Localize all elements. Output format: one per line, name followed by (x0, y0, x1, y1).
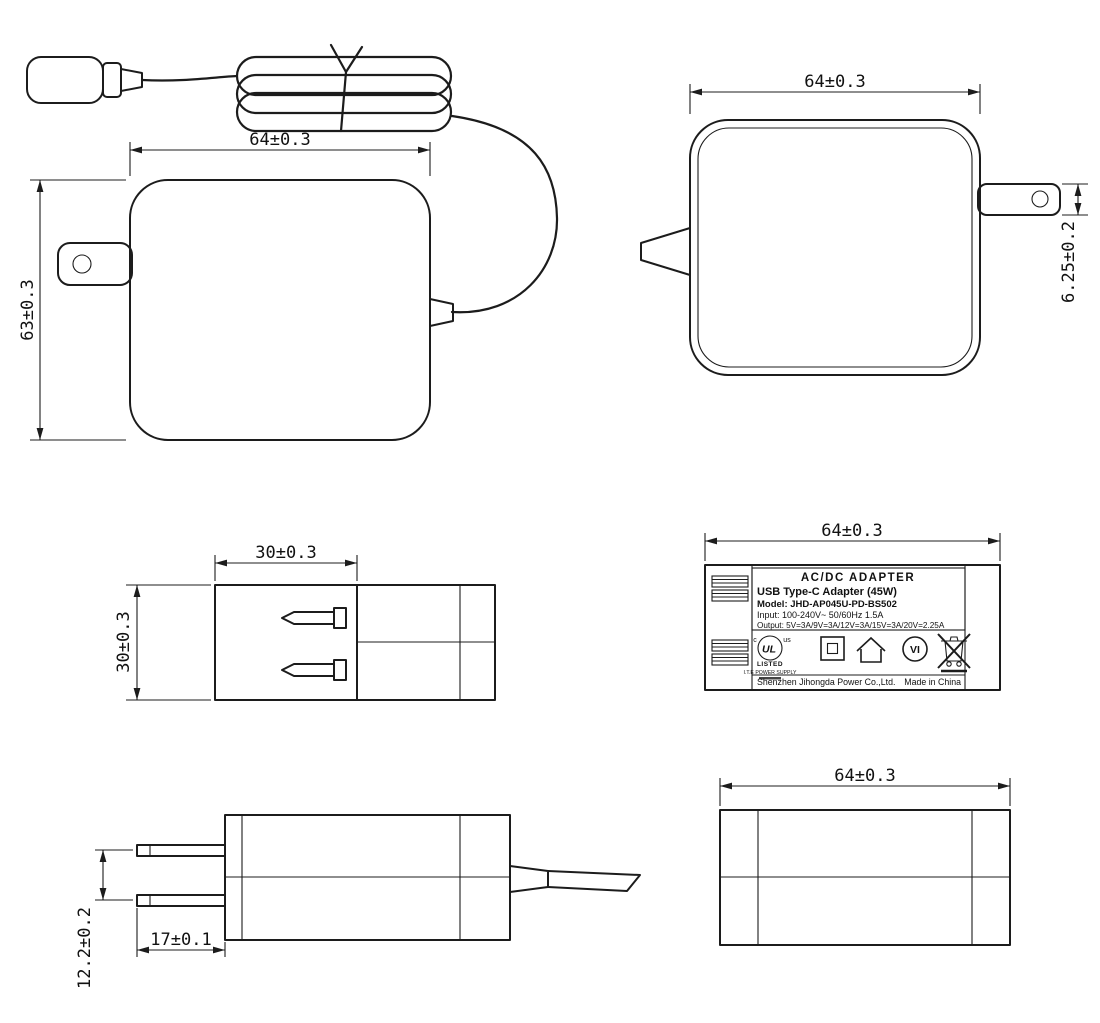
view-side-plain (719, 809, 1011, 946)
plug-prong-back (977, 183, 1061, 216)
plug-blade-bottom (281, 659, 347, 681)
label-company: Shenzhen Jihongda Power Co.,Ltd. (757, 677, 895, 687)
dim-back-width: 64±0.3 (689, 72, 981, 114)
prong-hole-back (1031, 190, 1049, 208)
adapter-body-back (689, 119, 981, 376)
label-input: Input: 100-240V~ 50/60Hz 1.5A (757, 610, 883, 620)
ul-file-number-placeholder (759, 677, 781, 680)
dim-plug-height-text: 30±0.3 (114, 611, 134, 672)
adapter-body-back-inner (697, 127, 973, 368)
dim-front-height: 63±0.3 (18, 179, 126, 441)
dim-prong-thickness: 6.25±0.2 (1059, 183, 1088, 303)
adapter-body-front (129, 179, 431, 441)
indoor-use-icon (856, 636, 886, 663)
dim-prong-length-text: 17±0.1 (150, 930, 211, 950)
dim-side-width: 64±0.3 (719, 766, 1011, 806)
cable-stub-side (547, 870, 641, 892)
dim-prong-pitch: 12.2±0.2 (75, 849, 133, 989)
ul-listed-icon: UL c us LISTED I.T.E POWER SUPPLY (744, 635, 797, 680)
ul-listed-text: LISTED (757, 661, 783, 668)
view-front-with-cable (26, 43, 559, 441)
dim-label-width: 64±0.3 (704, 521, 1001, 561)
class-ii-icon (820, 636, 845, 661)
weee-icon (937, 633, 971, 673)
view-plug-face (214, 584, 496, 701)
view-back (640, 119, 1061, 376)
prong-slots-bottom (711, 639, 749, 666)
cable-strain-relief (429, 298, 454, 327)
dim-label-width-text: 64±0.3 (821, 521, 882, 541)
dim-prong-pitch-text: 12.2±0.2 (75, 907, 95, 989)
dim-plug-width-text: 30±0.3 (255, 543, 316, 563)
label-view-outline (704, 564, 1001, 691)
efficiency-vi-icon: VI (902, 636, 928, 662)
label-output: Output: 5V=3A/9V=3A/12V=3A/15V=3A/20V=2.… (757, 621, 945, 630)
dim-front-height-text: 63±0.3 (18, 279, 38, 340)
prong-slots-top (711, 575, 749, 602)
dim-side-width-text: 64±0.3 (834, 766, 895, 786)
cable-exit-back (640, 227, 691, 276)
side-prong-top (136, 844, 226, 857)
rating-text-box (751, 567, 966, 631)
ul-us-text: us (783, 637, 791, 644)
cable-tie (329, 43, 364, 133)
dim-plug-height: 30±0.3 (114, 584, 211, 701)
efficiency-mark-text: VI (910, 644, 920, 656)
dim-prong-thickness-text: 6.25±0.2 (1059, 221, 1079, 303)
label-title: AC/DC ADAPTER (801, 572, 915, 584)
dim-front-width-text: 64±0.3 (249, 130, 310, 150)
dim-prong-length: 17±0.1 (136, 908, 226, 957)
ul-c-text: c (753, 637, 757, 644)
usb-c-connector (26, 56, 239, 104)
ul-ite-text: I.T.E POWER SUPPLY (744, 670, 797, 676)
cable-swoop (450, 114, 559, 314)
side-prong-bottom (136, 894, 226, 907)
view-label: AC/DC ADAPTER USB Type-C Adapter (45W) M… (704, 564, 1001, 691)
plug-blade-top (281, 607, 347, 629)
label-model: Model: JHD-AP045U-PD-BS502 (757, 599, 897, 610)
plug-prong-side (57, 242, 133, 286)
view-side-prongs (136, 814, 641, 941)
cable-coil (235, 55, 453, 133)
dim-back-width-text: 64±0.3 (804, 72, 865, 92)
dim-plug-width: 30±0.3 (214, 543, 358, 581)
ul-mark-text: UL (762, 644, 776, 656)
dim-front-width: 64±0.3 (129, 130, 431, 176)
prong-hole (72, 254, 92, 274)
cable-strain-relief-side (509, 865, 549, 893)
label-subtitle: USB Type-C Adapter (45W) (757, 586, 897, 598)
label-origin: Made in China (904, 677, 961, 687)
